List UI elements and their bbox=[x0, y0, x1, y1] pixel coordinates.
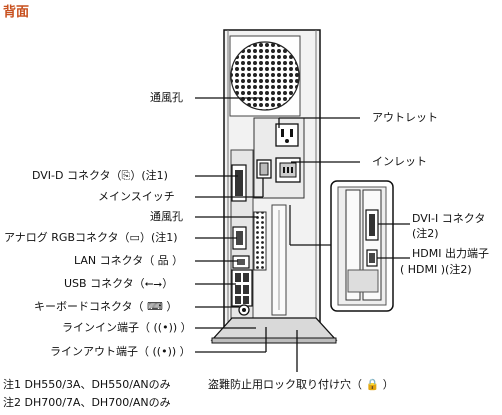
label-main-switch: メインスイッチ bbox=[98, 190, 175, 203]
note-1: 注1 DH550/3A、DH550/ANのみ bbox=[3, 378, 171, 391]
leader-lines bbox=[195, 97, 410, 372]
label-dvi-i: DVI-I コネクタ bbox=[412, 212, 486, 225]
label-vent-top: 通風孔 bbox=[150, 91, 183, 104]
label-line-in: ラインイン端子（ ((•)) ） bbox=[62, 321, 192, 334]
label-outlet: アウトレット bbox=[372, 111, 438, 124]
note-2: 注2 DH700/7A、DH700/ANのみ bbox=[3, 396, 171, 409]
mid-vent bbox=[253, 211, 267, 271]
label-usb: USB コネクタ（⭠⭢） bbox=[64, 277, 174, 290]
label-vent-mid: 通風孔 bbox=[150, 210, 183, 223]
label-inlet: インレット bbox=[372, 155, 427, 168]
page-title: 背面 bbox=[3, 5, 30, 20]
label-lan: LAN コネクタ（ 品 ） bbox=[74, 254, 184, 267]
label-keyboard: キーボードコネクタ（ ⌨ ） bbox=[34, 300, 178, 313]
label-anti-theft: 盗難防止用ロック取り付け穴（ 🔒 ） bbox=[208, 378, 394, 391]
label-hdmi: HDMI 出力端子 bbox=[412, 247, 489, 260]
label-analog-rgb: アナログ RGBコネクタ（▭）(注1) bbox=[4, 231, 178, 244]
label-line-out: ラインアウト端子（ ((•)) ） bbox=[50, 345, 191, 358]
stand bbox=[210, 317, 338, 341]
label-dvi-i-note: (注2) bbox=[412, 227, 439, 240]
fan-vent bbox=[230, 41, 300, 111]
graphics-card-inset bbox=[289, 180, 394, 312]
label-hdmi-note: ( HDMI )(注2) bbox=[400, 263, 472, 276]
tower-chassis bbox=[210, 29, 338, 344]
label-dvi-d: DVI-D コネクタ（⎘）(注1) bbox=[32, 169, 168, 182]
